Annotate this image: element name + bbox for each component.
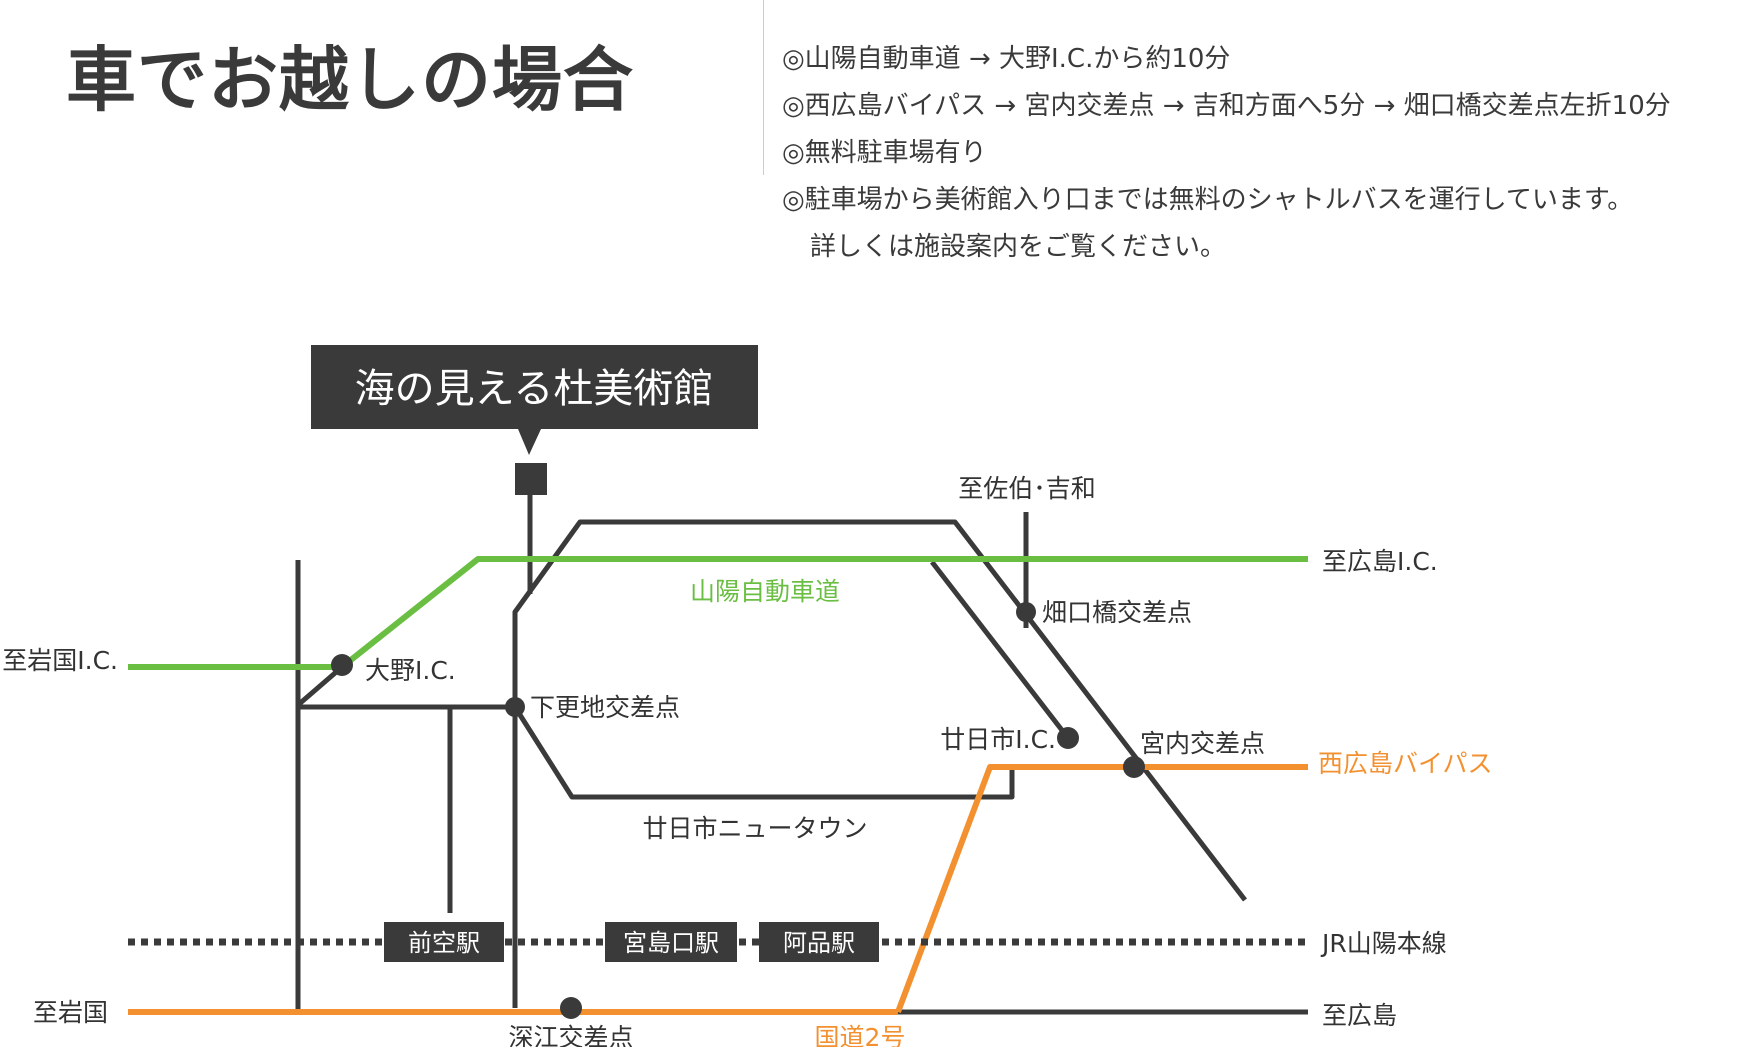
direction-label-iwakuni-ic: 至岩国I.C. [2, 646, 118, 675]
junction-dot-hataguchibashi [1016, 602, 1036, 622]
station-box-maezora [384, 922, 504, 962]
node-label-shimosarachi: 下更地交差点 [530, 693, 680, 722]
junction-dot-ono-ic [331, 654, 353, 676]
header-divider [763, 0, 764, 175]
direction-label-iwakuni: 至岩国 [33, 998, 108, 1027]
node-label-ono-ic: 大野I.C. [365, 656, 456, 685]
bypass-line [895, 764, 1308, 1014]
station-box-miyajimaguchi [605, 922, 737, 962]
museum-marker [515, 463, 547, 495]
info-item-expressway: ◎山陽自動車道 → 大野I.C.から約10分 [782, 44, 1231, 74]
node-label-hatsukaichi-ic: 廿日市I.C. [940, 725, 1056, 754]
info-item-parking: ◎無料駐車場有り [782, 138, 987, 168]
node-label-hataguchibashi: 畑口橋交差点 [1042, 598, 1192, 627]
info-item-bypass: ◎西広島バイパス → 宮内交差点 → 吉和方面へ5分 → 畑口橋交差点左折10分 [782, 91, 1671, 121]
station-label-ajina: 阿品駅 [783, 929, 855, 957]
road-newtown-loop [512, 705, 1015, 800]
road-ono-link [296, 665, 344, 707]
road-northern-loop [512, 519, 1247, 1008]
info-item-facility-note: 詳しくは施設案内をご覧ください。 [810, 232, 1227, 262]
junction-dot-fukae [560, 997, 582, 1019]
national-route-label: 国道2号 [815, 1023, 906, 1047]
bypass-label: 西広島バイパス [1318, 749, 1493, 778]
junction-dot-miyauchi [1123, 756, 1145, 778]
museum-pointer [518, 429, 541, 455]
expressway-line [128, 556, 1308, 670]
direction-label-hiroshima-ic: 至広島I.C. [1322, 547, 1438, 576]
direction-label-hiroshima: 至広島 [1322, 1001, 1397, 1030]
railway-label: JR山陽本線 [1320, 929, 1447, 958]
museum-label-box [311, 345, 758, 429]
station-box-ajina [759, 922, 879, 962]
info-item-shuttle: ◎駐車場から美術館入り口までは無料のシャトルバスを運行しています。 [782, 185, 1634, 215]
access-info-list: ◎山陽自動車道 → 大野I.C.から約10分 ◎西広島バイパス → 宮内交差点 … [782, 36, 1671, 271]
page-title: 車でお越しの場合 [66, 39, 634, 121]
station-label-miyajimaguchi: 宮島口駅 [623, 929, 719, 957]
expressway-label: 山陽自動車道 [690, 577, 840, 606]
museum-label: 海の見える杜美術館 [355, 366, 714, 412]
node-label-miyauchi: 宮内交差点 [1140, 729, 1265, 758]
new-town-label: 廿日市ニュータウン [642, 814, 867, 843]
road-hatsukaichi-ic-link [930, 560, 1070, 740]
junction-dot-hatsukaichi-ic [1057, 727, 1079, 749]
station-label-maezora: 前空駅 [408, 929, 480, 957]
junction-dot-shimosarachi [505, 697, 525, 717]
node-label-fukae: 深江交差点 [508, 1023, 633, 1047]
direction-label-saeki-yoshiwa: 至佐伯･吉和 [958, 474, 1096, 503]
